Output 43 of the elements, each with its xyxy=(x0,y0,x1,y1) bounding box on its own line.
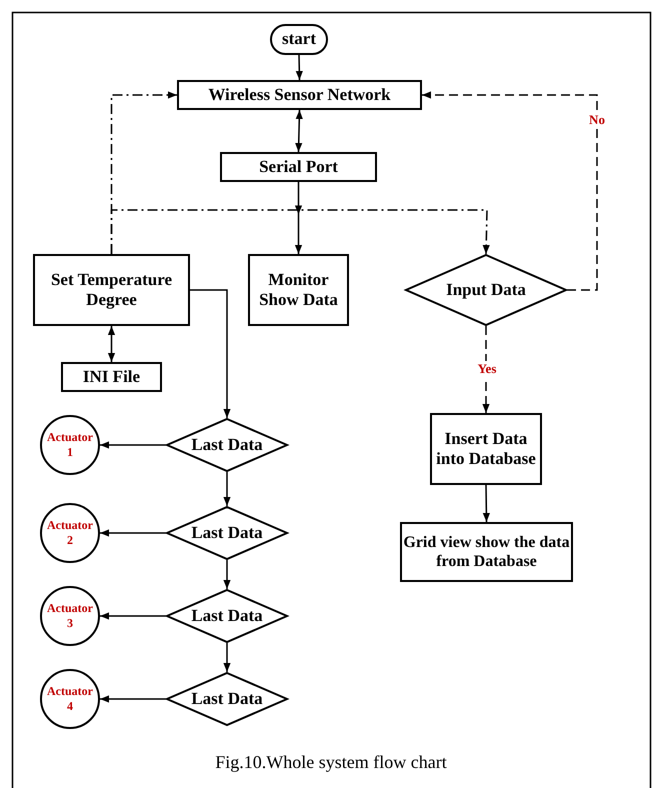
arrow xyxy=(482,326,490,413)
node-label: Last Data xyxy=(191,606,263,626)
process-box xyxy=(248,254,349,326)
figure-caption: Fig.10.Whole system flow chart xyxy=(214,752,448,773)
node-label: Monitor Show Data xyxy=(258,270,339,310)
node-label: Input Data xyxy=(446,280,526,300)
arrow xyxy=(223,643,231,672)
arrow xyxy=(100,695,166,703)
arrow xyxy=(100,612,166,620)
node-label: start xyxy=(282,29,316,50)
node-label: Last Data xyxy=(191,688,263,710)
arrow xyxy=(223,472,231,506)
arrow xyxy=(108,326,116,362)
node-label: Last Data xyxy=(191,522,263,544)
process-box xyxy=(430,413,542,485)
arrow xyxy=(294,182,302,254)
arrow xyxy=(100,441,166,449)
node-label: Grid view show the data from Database xyxy=(402,532,571,572)
node-label: Wireless Sensor Network xyxy=(208,84,391,106)
terminal-box xyxy=(270,24,328,55)
arrow xyxy=(295,110,303,152)
arrow xyxy=(110,209,490,254)
arrow xyxy=(296,54,303,80)
process-box xyxy=(400,522,573,582)
edge-label: Yes xyxy=(476,361,498,377)
node-label: Actuator 4 xyxy=(46,684,94,714)
node-label: Actuator 3 xyxy=(46,601,94,631)
node-label: INI File xyxy=(82,366,140,388)
arrow xyxy=(100,529,166,537)
arrow xyxy=(223,560,231,589)
arrow xyxy=(422,91,598,291)
process-box xyxy=(33,254,190,326)
node-label: Set Temperature Degree xyxy=(50,270,174,310)
node-label: Actuator 1 xyxy=(46,430,94,460)
node-label: Last Data xyxy=(191,434,263,456)
arrow xyxy=(190,289,231,418)
process-box xyxy=(177,80,422,110)
process-box xyxy=(61,362,162,392)
node-label: Actuator 2 xyxy=(46,518,94,548)
process-box xyxy=(220,152,377,182)
arrow xyxy=(482,484,490,522)
node-label: Serial Port xyxy=(259,156,338,178)
node-label: Insert Data into Database xyxy=(435,428,537,470)
